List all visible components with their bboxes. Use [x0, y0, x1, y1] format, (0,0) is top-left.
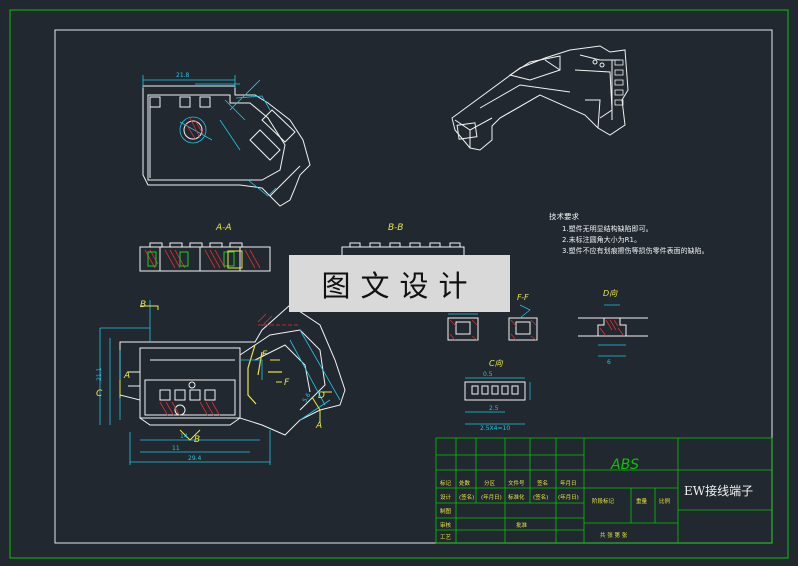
view-letter-f2: F: [284, 378, 290, 388]
section-label-bb: B-B: [388, 223, 403, 233]
view-letter-a1: A: [123, 371, 130, 381]
dim-label-11: 11: [172, 445, 180, 452]
title-design-row: 设计 (签名) (年月日) 标准化 (签名) (年月日): [440, 493, 579, 501]
section-label-aa: A-A: [215, 223, 232, 233]
top-left-dims: [142, 75, 277, 197]
inner-frame: [54, 29, 773, 544]
weight-label: 重量: [636, 497, 648, 505]
dim-label-top: 21.8: [176, 72, 190, 79]
section-aa-yellow: [227, 250, 243, 269]
view-letter-b2: B: [194, 435, 200, 445]
tech-title: 技术要求: [549, 211, 579, 221]
design-label: 设计: [440, 493, 452, 501]
dim-label-56: 5.6: [301, 392, 312, 404]
dim-label-14: 14: [180, 433, 188, 440]
view-c-dims: [465, 377, 531, 425]
watermark: 图文设计: [289, 255, 510, 312]
row-label-count: 处数: [459, 479, 471, 487]
scale-label: 比例: [659, 497, 671, 505]
tech-requirements: 技术要求 1.塑件无明显结构缺陷即可。 2.未标注圆角大小为R1。 3.塑件不应…: [549, 211, 709, 255]
dim-label-29: 29.4: [188, 455, 202, 462]
section-aa-hatch: [144, 249, 261, 269]
view-d: [578, 317, 648, 337]
row-label-mark: 标记: [440, 479, 452, 487]
section-line-f: [270, 359, 282, 383]
outer-frame: [9, 9, 789, 559]
title-block: [435, 437, 773, 544]
section-ff-dims: [448, 304, 531, 319]
dim-label-d6: 6: [607, 359, 611, 366]
section-ff: [447, 317, 538, 341]
sheet-label: 共 张 第 张: [600, 531, 628, 539]
section-label-d: D向: [603, 289, 618, 298]
view-d-dims: [598, 304, 626, 357]
section-aa-green: [147, 251, 235, 267]
design-date: (年月日): [481, 493, 502, 501]
row-label-file: 文件号: [508, 479, 525, 487]
isometric-view: [451, 45, 629, 151]
label-review: 审核: [440, 521, 452, 529]
isometric-slots: [614, 59, 624, 106]
view-d-hatch: [599, 319, 625, 337]
dim-label-c-pitch: 2.5X4=10: [480, 425, 510, 432]
main-view-hatch: [159, 313, 273, 417]
standard-sign: (签名): [533, 493, 548, 501]
design-sign: (签名): [459, 493, 474, 501]
dim-label-21: 21.1: [96, 367, 103, 381]
view-letter-a2: A: [315, 421, 322, 431]
section-line-b: [140, 305, 201, 441]
part-name-text: EW接线端子: [684, 483, 753, 498]
row-label-sign: 签名: [537, 479, 548, 487]
material-text: ABS: [610, 457, 639, 473]
top-left-hatch: [185, 117, 204, 141]
main-view-dims: [99, 300, 341, 465]
tech-item-3: 3.塑件不应有划痕擦伤等损伤零件表面的缺陷。: [562, 246, 709, 255]
section-label-ff: F-F: [517, 293, 529, 302]
top-left-view: [142, 85, 311, 207]
standard-date: (年月日): [558, 493, 579, 501]
label-drafting: 制图: [440, 507, 452, 515]
row-label-date: 年月日: [560, 479, 577, 487]
title-row-labels: 标记 处数 分区 文件号 签名 年月日: [440, 479, 577, 487]
label-process: 工艺: [440, 534, 452, 541]
section-aa: [139, 242, 271, 272]
dim-label-c-25: 2.5: [489, 405, 499, 412]
view-c: [464, 381, 526, 401]
dim-label-c-05: 0.5: [483, 371, 493, 378]
stage-label: 阶段标记: [592, 497, 615, 505]
title-left-labels: 制图 审核 工艺: [440, 507, 452, 541]
view-letter-f1: F: [262, 350, 268, 360]
standard-label: 标准化: [508, 493, 525, 501]
row-label-zone: 分区: [484, 479, 496, 487]
tech-item-1: 1.塑件无明显结构缺陷即可。: [562, 224, 653, 233]
view-letter-d: D: [318, 391, 325, 401]
title-stage-labels: 阶段标记 重量 比例: [592, 497, 671, 505]
view-letter-c: C: [96, 389, 103, 399]
section-ff-hatch: [449, 319, 537, 341]
section-line-a: [119, 380, 321, 423]
view-letter-b1: B: [140, 300, 146, 310]
section-label-c: C向: [489, 359, 504, 368]
main-view-yellow: [247, 344, 282, 405]
approve-label: 批准: [516, 521, 528, 529]
main-front-view: [119, 304, 346, 436]
tech-item-2: 2.未标注圆角大小为R1。: [562, 235, 641, 244]
